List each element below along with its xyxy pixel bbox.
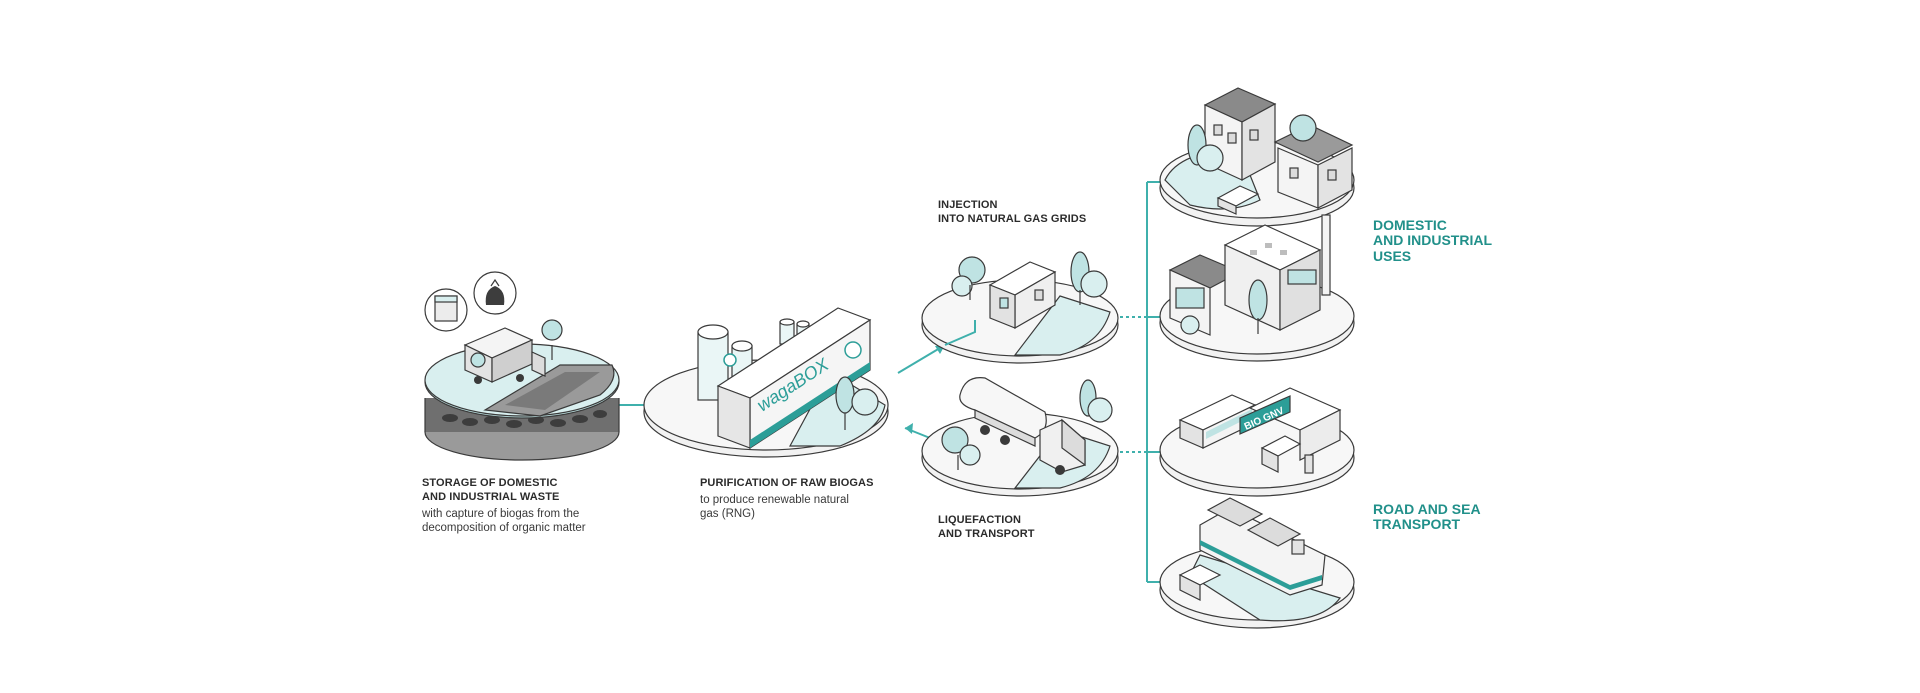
storage-title-2: AND INDUSTRIAL WASTE	[422, 490, 560, 503]
storage-desc-1: with capture of biogas from the	[422, 507, 580, 520]
injection-platform	[921, 251, 1119, 364]
bin-icon	[424, 288, 468, 332]
industrial-platform	[1159, 214, 1355, 362]
storage-label: STORAGE OF DOMESTIC AND INDUSTRIAL WASTE…	[422, 477, 586, 535]
transport-heading: ROAD AND SEA TRANSPORT	[1373, 501, 1481, 533]
purification-title: PURIFICATION OF RAW BIOGAS	[700, 477, 874, 489]
tree-icon	[941, 379, 1113, 470]
tree-icon	[951, 251, 1108, 305]
house-icon	[1273, 124, 1354, 209]
injection-label: INJECTION INTO NATURAL GAS GRIDS	[938, 199, 1086, 227]
domestic-line-2: AND INDUSTRIAL	[1373, 232, 1492, 249]
flow-connectors	[618, 181, 1162, 583]
tree-icon	[541, 319, 563, 360]
houses-platform	[1159, 87, 1355, 227]
transport-line-2: TRANSPORT	[1373, 516, 1461, 533]
gas-station-building	[944, 261, 1057, 346]
purification-label: PURIFICATION OF RAW BIOGAS to produce re…	[700, 477, 874, 522]
liquefaction-title-2: AND TRANSPORT	[938, 527, 1035, 540]
garbage-bag-icon	[473, 271, 517, 315]
container-icon	[1178, 564, 1222, 601]
liquefaction-label: LIQUEFACTION AND TRANSPORT	[938, 514, 1035, 542]
liquefaction-platform	[921, 377, 1119, 497]
gas-station-platform: BIO GNV	[1159, 387, 1355, 497]
purification-desc-1: to produce renewable natural	[700, 493, 849, 506]
storage-title-1: STORAGE OF DOMESTIC	[422, 477, 558, 489]
domestic-line-3: USES	[1373, 247, 1412, 264]
injection-title-2: INTO NATURAL GAS GRIDS	[938, 212, 1087, 225]
purification-desc-2: gas (RNG)	[700, 508, 755, 521]
garbage-truck-icon	[463, 327, 546, 384]
storage-desc-2: decomposition of organic matter	[422, 521, 586, 534]
tree-icon	[1187, 114, 1317, 172]
liquefaction-title-1: LIQUEFACTION	[938, 514, 1022, 526]
tree-icon	[835, 376, 879, 430]
tree-icon	[1180, 279, 1268, 335]
cargo-ship-icon	[1199, 497, 1326, 596]
domestic-line-1: DOMESTIC	[1373, 217, 1447, 233]
transport-line-1: ROAD AND SEA	[1373, 501, 1481, 517]
domestic-uses-heading: DOMESTIC AND INDUSTRIAL USES	[1373, 217, 1492, 264]
purification-platform: wagaBOX	[643, 307, 889, 458]
fuel-station-icon: BIO GNV	[1239, 387, 1342, 474]
injection-title-1: INJECTION	[938, 199, 998, 211]
car-icon	[1216, 185, 1260, 215]
tanker-truck-icon	[959, 377, 1086, 475]
waste-storage-platform	[424, 319, 620, 461]
ship-platform	[1159, 497, 1355, 629]
